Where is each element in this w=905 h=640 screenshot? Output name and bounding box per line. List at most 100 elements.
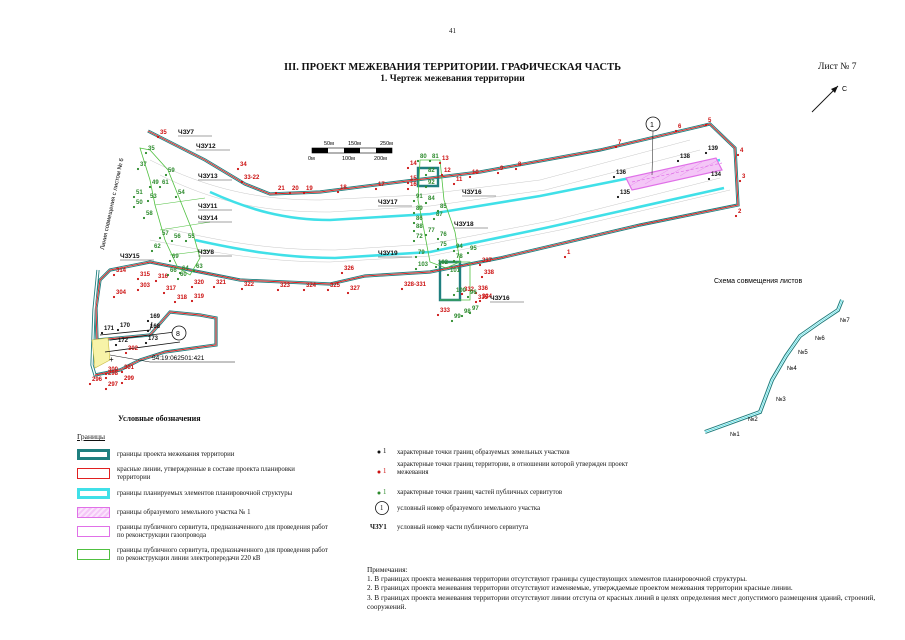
svg-text:2: 2 <box>738 209 742 215</box>
green-point: 63 <box>192 264 203 273</box>
red-point: 298 <box>104 371 119 380</box>
svg-text:300: 300 <box>108 367 119 373</box>
green-point: 66 <box>166 268 177 277</box>
svg-text:315: 315 <box>140 272 151 278</box>
red-point: 303 <box>136 283 151 292</box>
svg-text:6: 6 <box>678 124 682 130</box>
svg-text:100: 100 <box>456 288 467 294</box>
servitude-power-line <box>139 147 201 276</box>
minimap-label-3: №3 <box>776 396 786 403</box>
legend-item-planning: границы планируемых элементов планировоч… <box>117 490 293 497</box>
scale-label-0: 0м <box>308 156 315 162</box>
svg-text:84: 84 <box>428 196 435 202</box>
green-point: 56 <box>170 234 181 243</box>
red-point: 334 <box>478 294 493 303</box>
svg-text:304: 304 <box>116 290 127 296</box>
marker-8-circle <box>171 325 187 341</box>
green-point: 86 <box>412 216 423 225</box>
green-point: 64 <box>178 266 189 275</box>
black-point: 171 <box>100 326 115 335</box>
legend-point-black: характерные точки границ образуемых земе… <box>397 449 570 456</box>
svg-text:33-22: 33-22 <box>244 175 260 181</box>
green-point: 50 <box>132 200 143 209</box>
zone-label: ЧЗУ11 <box>198 203 218 210</box>
svg-text:169: 169 <box>150 314 161 320</box>
svg-text:314: 314 <box>116 268 127 274</box>
red-point: 317 <box>162 286 177 295</box>
svg-text:64: 64 <box>182 266 189 272</box>
green-point: 59 <box>164 168 175 177</box>
svg-text:14: 14 <box>410 161 417 167</box>
svg-text:327: 327 <box>350 286 361 292</box>
legend-plot-number: условный номер образуемого земельного уч… <box>397 505 541 512</box>
legend-point-red: характерные точки границ территории, в о… <box>397 461 628 476</box>
red-point: 326 <box>340 266 355 275</box>
zone-label: ЧЗУ16 <box>490 295 510 302</box>
green-point: 85 <box>436 204 447 213</box>
north-arrow-icon <box>811 85 839 113</box>
svg-text:101: 101 <box>450 268 461 274</box>
legend-swatch-red-lines <box>77 468 110 479</box>
green-point: 53 <box>146 194 157 203</box>
svg-text:337: 337 <box>482 258 493 264</box>
svg-text:61: 61 <box>162 180 169 186</box>
svg-text:328-331: 328-331 <box>404 282 427 288</box>
svg-text:318: 318 <box>177 295 188 301</box>
svg-text:89: 89 <box>416 206 423 212</box>
green-point: 79 <box>414 250 425 259</box>
svg-text:7: 7 <box>618 140 622 146</box>
svg-text:16: 16 <box>410 182 417 188</box>
svg-text:319: 319 <box>194 294 205 300</box>
north-label: С <box>842 86 847 93</box>
minimap-label-6: №6 <box>815 335 825 342</box>
svg-text:296: 296 <box>92 377 103 383</box>
svg-text:18: 18 <box>340 185 347 191</box>
svg-text:59: 59 <box>168 168 175 174</box>
green-point: 75 <box>436 242 447 251</box>
svg-text:8: 8 <box>518 162 522 168</box>
svg-text:21: 21 <box>278 186 285 192</box>
red-point: 33-22 <box>240 175 260 184</box>
green-point: 78 <box>452 254 463 263</box>
red-point: 10 <box>468 170 479 179</box>
svg-text:91: 91 <box>416 194 423 200</box>
green-point: 89 <box>412 206 423 215</box>
svg-text:139: 139 <box>708 146 719 152</box>
svg-text:325: 325 <box>330 283 341 289</box>
svg-text:332: 332 <box>464 287 475 293</box>
red-point: 13 <box>438 156 449 165</box>
red-point: 314 <box>112 268 127 277</box>
svg-text:77: 77 <box>428 228 435 234</box>
svg-text:321: 321 <box>216 280 227 286</box>
svg-text:12: 12 <box>444 168 451 174</box>
red-point: 336 <box>474 286 489 295</box>
red-point: 17 <box>374 182 385 191</box>
svg-text:98: 98 <box>464 309 471 315</box>
svg-text:303: 303 <box>140 283 151 289</box>
green-point: 101 <box>446 268 461 277</box>
red-point: 16 <box>406 182 417 191</box>
red-point: 338 <box>480 270 495 279</box>
svg-text:134: 134 <box>711 172 722 178</box>
green-point: 84 <box>424 196 435 205</box>
green-point: 87 <box>432 212 443 221</box>
svg-text:317: 317 <box>166 286 177 292</box>
red-point: 1 <box>563 250 571 259</box>
legend-swatch-plot <box>77 507 110 518</box>
svg-text:53: 53 <box>150 194 157 200</box>
red-point: 332 <box>460 287 475 296</box>
zone-label: ЧЗУ17 <box>378 199 398 206</box>
legend-title: Условные обозначения <box>118 414 201 423</box>
zone-label: ЧЗУ8 <box>198 249 214 256</box>
red-point: 316 <box>154 274 169 283</box>
page-subtitle: 1. Чертеж межевания территории <box>380 74 525 84</box>
legend-swatch-power <box>77 549 110 560</box>
svg-text:75: 75 <box>440 242 447 248</box>
svg-text:54: 54 <box>178 190 185 196</box>
sheet-label: Лист № 7 <box>818 62 857 72</box>
svg-text:136: 136 <box>616 170 627 176</box>
zone-label: ЧЗУ12 <box>196 143 216 150</box>
red-point: 7 <box>614 140 622 149</box>
svg-text:320: 320 <box>194 280 205 286</box>
